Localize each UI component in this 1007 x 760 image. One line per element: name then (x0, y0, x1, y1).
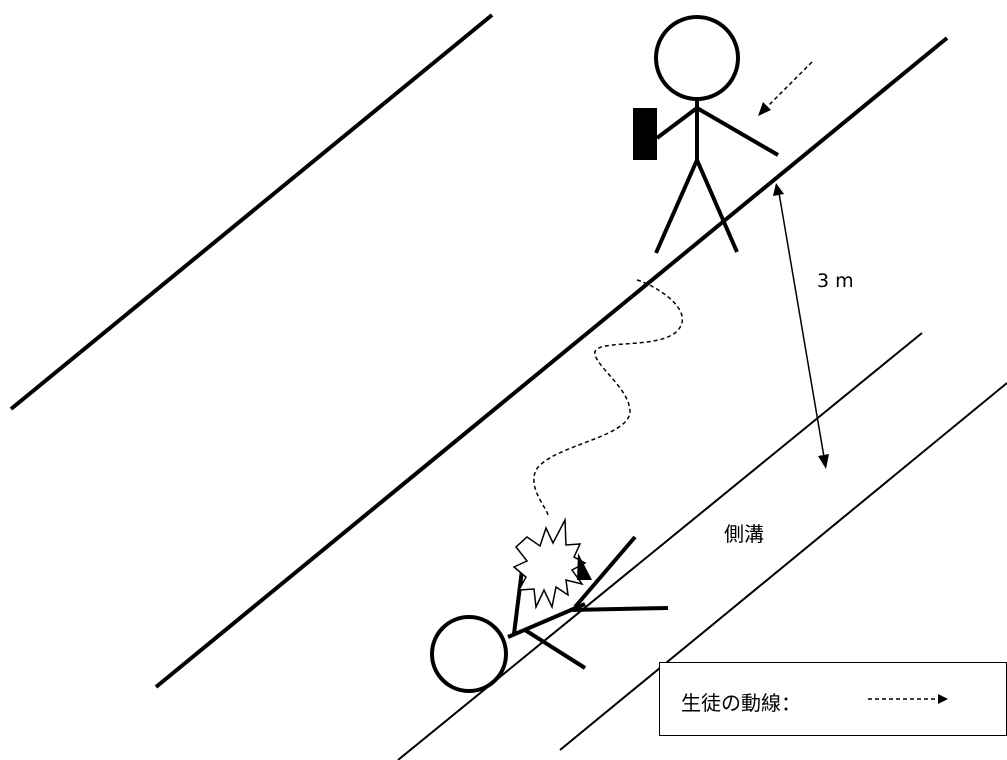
figure-right-arm (695, 106, 780, 157)
movement-arrow-in (765, 61, 813, 109)
impact-burst-icon (512, 517, 587, 610)
distance-dimension (773, 183, 829, 469)
distance-label: 3 m (817, 270, 854, 292)
ditch-label: 側溝 (724, 522, 764, 546)
road-edge-upper (9, 13, 494, 411)
fallen-arm-up (512, 569, 524, 635)
fallen-head (430, 615, 508, 693)
fallen-leg-lower (569, 606, 669, 612)
road-edge-middle (154, 36, 949, 689)
legend-label: 生徒の動線： (681, 691, 801, 715)
legend-dashed-arrow-icon (868, 694, 948, 704)
stick-figure-icon (654, 15, 780, 254)
fallen-figure-icon (430, 535, 669, 693)
fallen-leg-upper (573, 535, 637, 609)
figure-left-arm (655, 106, 699, 140)
legend-box: 生徒の動線： (659, 662, 1007, 736)
figure-right-leg (695, 159, 739, 253)
figure-left-leg (654, 159, 699, 254)
student-path (533, 279, 684, 518)
movement-arrowhead-in (758, 102, 771, 116)
impact-arrowhead (577, 553, 592, 580)
figure-head (654, 15, 740, 101)
ditch-edge-outer (559, 382, 1007, 751)
bag-icon (633, 108, 657, 160)
fallen-arm-down (523, 628, 587, 670)
